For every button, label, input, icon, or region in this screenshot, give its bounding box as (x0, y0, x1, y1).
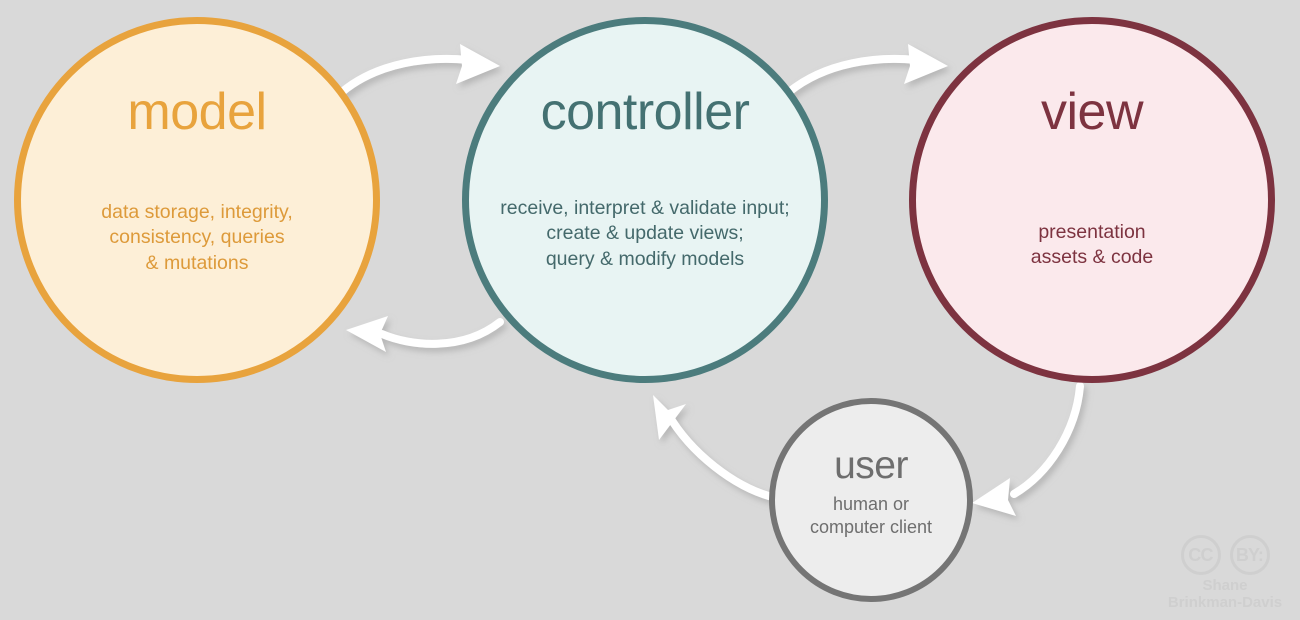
creative-commons-badges: CC BY: (1180, 535, 1270, 576)
node-view-title: view (1040, 83, 1144, 141)
node-controller[interactable]: controller receive, interpret & validate… (462, 17, 828, 383)
arrow-view-to-user (972, 382, 1084, 516)
arrow-model-to-controller (338, 44, 500, 96)
arrow-controller-to-view (785, 44, 948, 96)
node-controller-description: receive, interpret & validate input; cre… (500, 197, 790, 270)
node-controller-title: controller (540, 83, 750, 141)
node-user-title: user (834, 444, 908, 487)
node-user-description: human or computer client (809, 494, 933, 538)
node-model[interactable]: model data storage, integrity, consisten… (14, 17, 380, 383)
attribution-author: Shane Brinkman-Davis (1167, 577, 1283, 612)
node-model-title: model (127, 83, 267, 141)
arrow-controller-to-model (346, 316, 504, 352)
node-view[interactable]: view presentation assets & code (909, 17, 1275, 383)
creative-commons-icon: CC (1180, 535, 1221, 576)
arrow-user-to-controller (653, 395, 780, 502)
node-model-description: data storage, integrity, consistency, qu… (101, 201, 293, 274)
node-user[interactable]: user human or computer client (769, 398, 973, 602)
node-view-description: presentation assets & code (1030, 221, 1154, 269)
attribution: CC BY: Shane Brinkman-Davis (1160, 535, 1290, 612)
attribution-by-icon: BY: (1229, 535, 1270, 576)
